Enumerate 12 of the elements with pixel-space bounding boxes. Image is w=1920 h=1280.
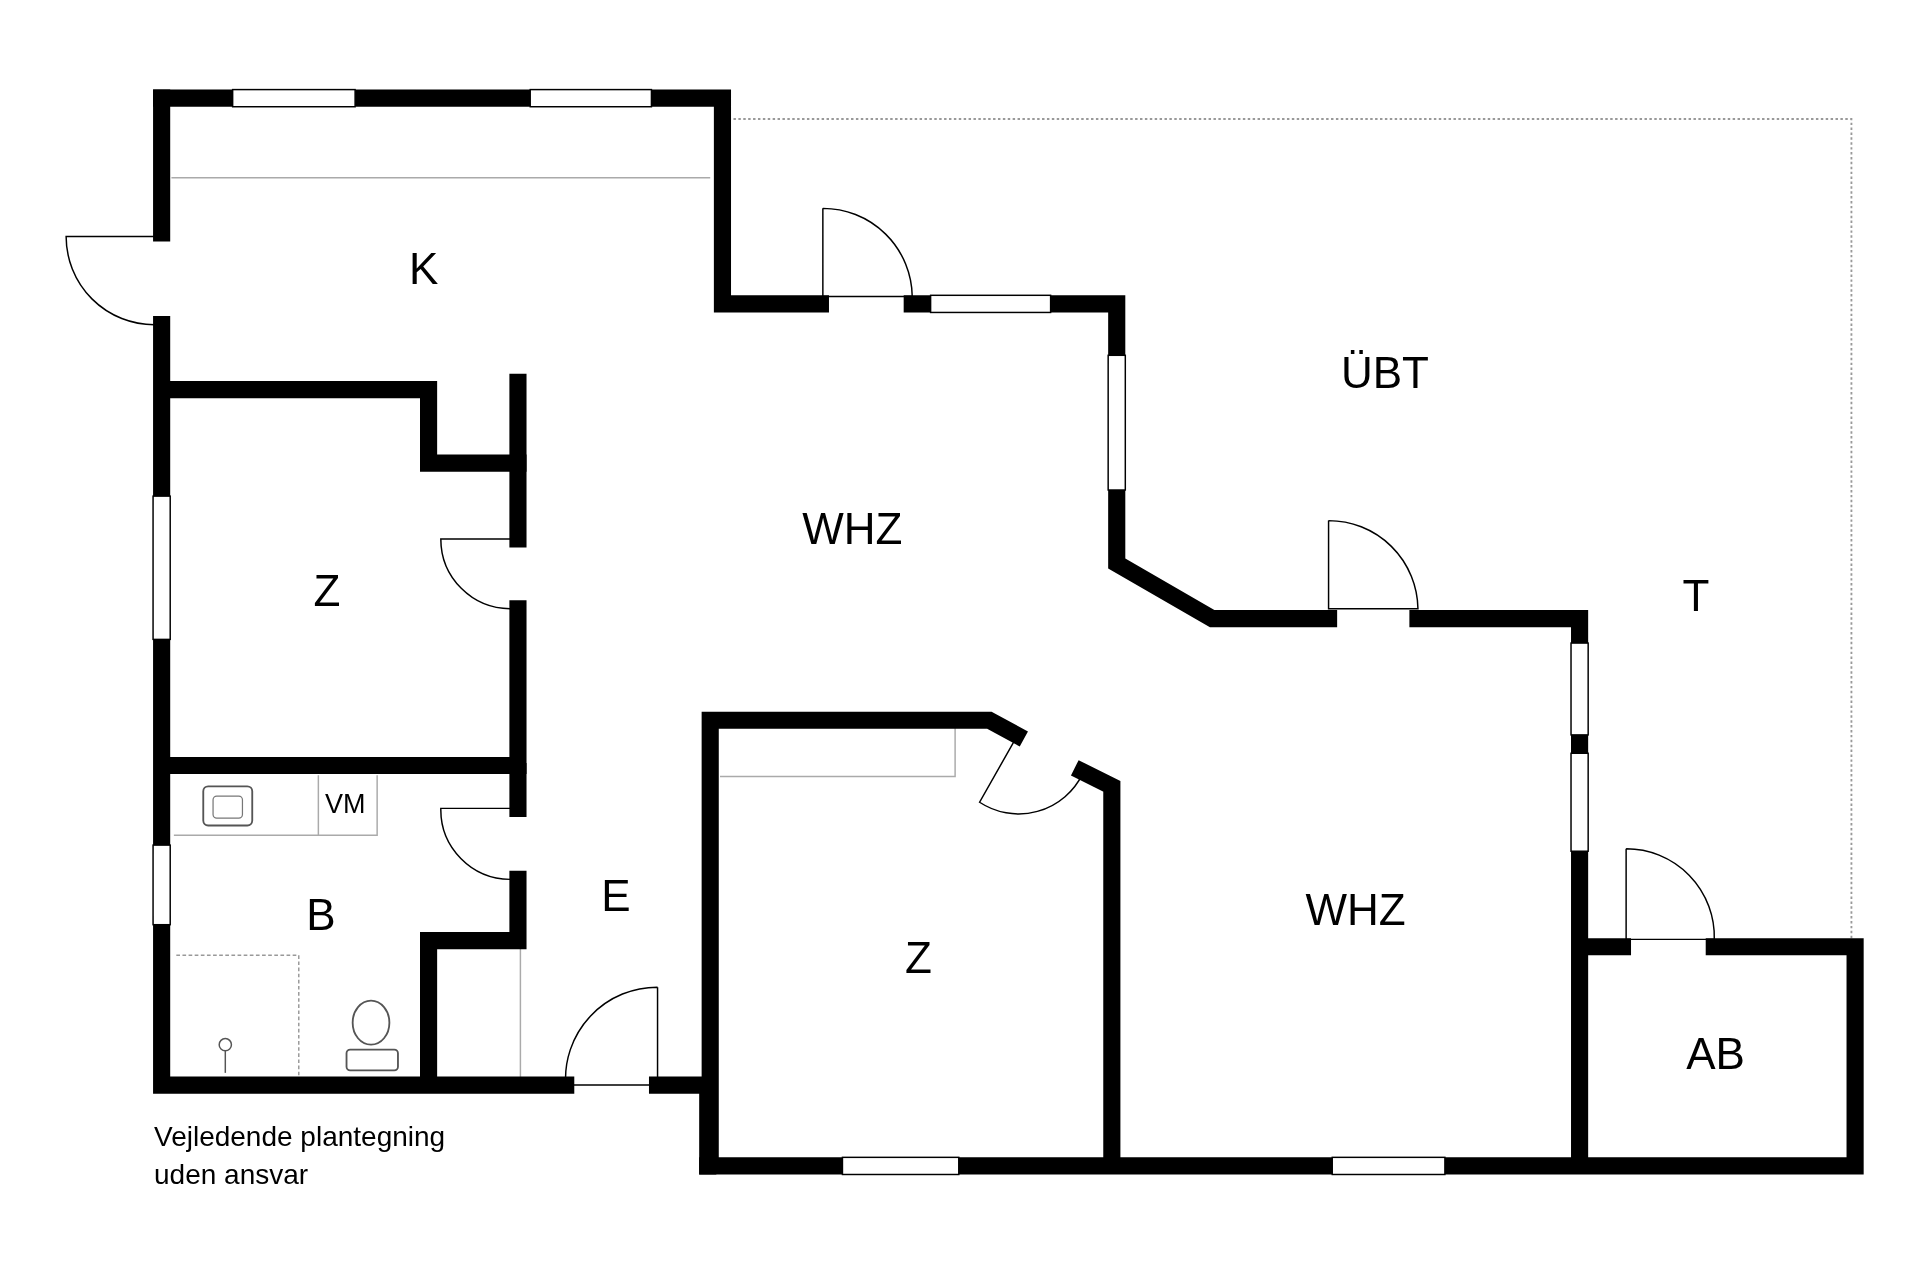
room-label: Z <box>313 569 341 614</box>
room-label: ÜBT <box>1340 351 1429 396</box>
room-label: AB <box>1686 1032 1745 1077</box>
room-label: T <box>1682 574 1710 619</box>
caption: Vejledende plantegning uden ansvar <box>154 1120 447 1192</box>
room-label: WHZ <box>1305 887 1406 932</box>
room-label: E <box>601 874 631 919</box>
room-label: VM <box>325 791 366 818</box>
room-label: WHZ <box>802 506 903 551</box>
room-label: K <box>409 247 439 292</box>
room-label: Z <box>904 935 932 980</box>
room-label: B <box>306 892 336 937</box>
